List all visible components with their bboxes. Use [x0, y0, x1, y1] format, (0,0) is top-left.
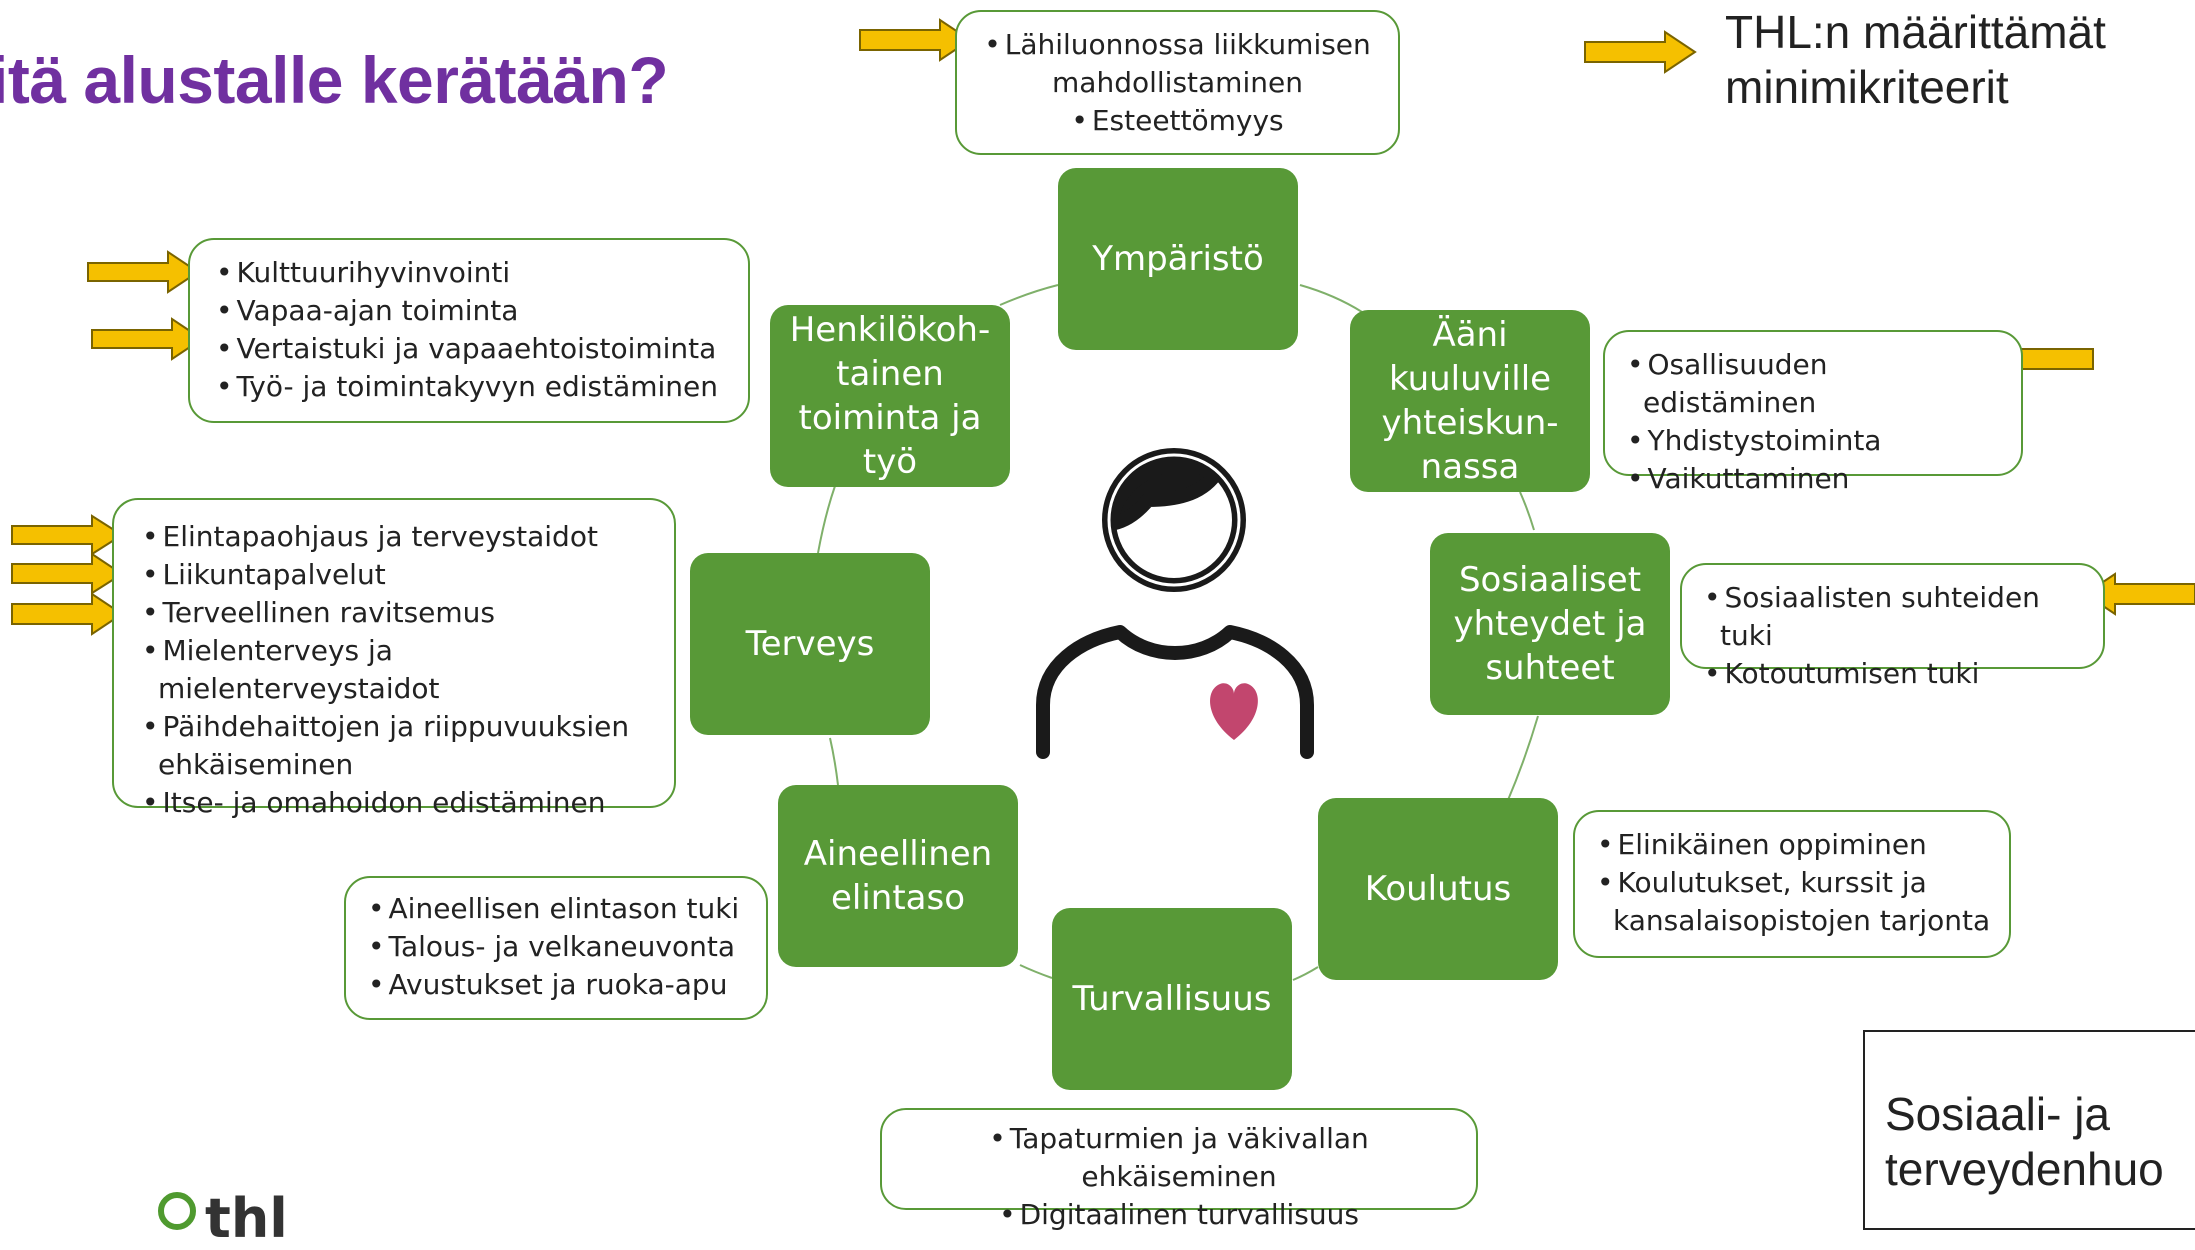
- legend-line-2: minimikriteerit: [1725, 61, 2009, 113]
- list-item: Kotoutumisen tuki: [1702, 655, 2091, 693]
- node-label: Sosiaaliset: [1458, 560, 1642, 600]
- node-label: nassa: [1420, 447, 1520, 487]
- note-box: Sosiaali- ja terveydenhuo: [1863, 1030, 2195, 1230]
- connector-ymparisto-henkilokoh: [999, 284, 1059, 306]
- page-title: itä alustalle kerätään?: [0, 43, 669, 117]
- list-item: Osallisuuden edistäminen: [1625, 346, 2007, 422]
- node-label: Ääni: [1432, 315, 1508, 355]
- note-line-2: terveydenhuo: [1885, 1143, 2164, 1195]
- info-box-henkilokoh: Kulttuurihyvinvointi Vapaa-ajan toiminta…: [188, 238, 750, 423]
- list-item: Itse- ja omahoidon edistäminen: [140, 784, 664, 822]
- connector-koulutus-turvallisuus: [1292, 966, 1319, 981]
- connector-henkilokoh-terveys: [817, 485, 836, 554]
- list-item: Vertaistuki ja vapaaehtoistoiminta: [214, 330, 738, 368]
- node-label: Turvallisuus: [1072, 979, 1272, 1019]
- list-item: Työ- ja toimintakyvyn edistäminen: [214, 368, 738, 406]
- node-label: Koulutus: [1364, 869, 1512, 909]
- list-item: Mielenterveys ja mielenterveystaidot: [140, 632, 664, 708]
- info-box-terveys: Elintapaohjaus ja terveystaidot Liikunta…: [112, 498, 676, 819]
- list-item: Kulttuurihyvinvointi: [214, 254, 738, 292]
- list-item: Avustukset ja ruoka-apu: [366, 966, 756, 1004]
- connector-terveys-aineellinen: [829, 737, 839, 786]
- diagram-graphics: [11, 18, 2195, 981]
- arrow-right-icon: [91, 317, 204, 361]
- arrow-right-icon: [859, 18, 972, 62]
- list-item: Elintapaohjaus ja terveystaidot: [140, 518, 664, 556]
- list-item: Lähiluonnossa liikkumisen mahdollistamin…: [967, 26, 1388, 102]
- list-item: Aineellisen elintason tuki: [366, 890, 756, 928]
- list-item: Talous- ja velkaneuvonta: [366, 928, 756, 966]
- list-item: Terveellinen ravitsemus: [140, 594, 664, 632]
- person-with-heart-icon: [1036, 448, 1314, 759]
- node-koulutus: Koulutus: [1318, 798, 1558, 980]
- list-item: Koulutukset, kurssit ja kansalaisopistoj…: [1595, 864, 1997, 940]
- thl-logo: thl: [205, 1187, 288, 1250]
- node-label: Ympäristö: [1092, 239, 1264, 279]
- heart-icon: [1210, 683, 1258, 740]
- legend-line-1: THL:n määrittämät: [1725, 6, 2106, 58]
- note-line-1: Sosiaali- ja: [1885, 1088, 2110, 1140]
- arrow-right-icon: [87, 250, 200, 294]
- node-turvallisuus: Turvallisuus: [1052, 908, 1292, 1090]
- list-item: Päihdehaittojen ja riippuvuuksien ehkäis…: [140, 708, 664, 784]
- arrow-right-icon: [11, 514, 124, 556]
- node-label: Terveys: [745, 624, 875, 664]
- list-item: Elinikäinen oppiminen: [1595, 826, 1997, 864]
- node-label: suhteet: [1485, 648, 1615, 688]
- node-label: toiminta ja: [798, 398, 982, 438]
- info-box-aineellinen: Aineellisen elintason tuki Talous- ja ve…: [344, 876, 768, 1020]
- node-label: kuuluville: [1388, 359, 1552, 399]
- info-box-turvallisuus: Tapaturmien ja väkivallan ehkäiseminen D…: [880, 1108, 1478, 1231]
- list-item: Esteettömyys: [967, 102, 1388, 140]
- node-label: elintaso: [830, 878, 966, 918]
- node-label: Aineellinen: [803, 834, 993, 874]
- thl-logo-icon: [158, 1192, 196, 1230]
- info-box-koulutus: Elinikäinen oppiminen Koulutukset, kurss…: [1573, 810, 2011, 958]
- node-aineellinen: Aineellinen elintaso: [778, 785, 1018, 967]
- connector-ymparisto-aani: [1299, 284, 1363, 313]
- legend-text: THL:n määrittämät minimikriteerit: [1725, 5, 2106, 115]
- node-henkilokoh: Henkilökoh- tainen toiminta ja työ: [770, 305, 1010, 487]
- node-label: yhteiskun-: [1381, 403, 1559, 443]
- connector-lines: [817, 284, 1539, 981]
- arrow-right-icon: [11, 552, 124, 595]
- node-label: yhteydet ja: [1453, 604, 1647, 644]
- node-label: työ: [862, 442, 918, 482]
- info-box-aani: Osallisuuden edistäminen Yhdistystoimint…: [1603, 330, 2023, 495]
- list-item: Sosiaalisten suhteiden tuki: [1702, 579, 2091, 655]
- info-box-sosiaaliset: Sosiaalisten suhteiden tuki Kotoutumisen…: [1680, 563, 2105, 690]
- node-label: Henkilökoh-: [789, 310, 991, 350]
- node-label: tainen: [836, 354, 944, 394]
- node-ymparisto: Ympäristö: [1058, 168, 1298, 350]
- node-terveys: Terveys: [690, 553, 930, 735]
- list-item: Yhdistystoiminta: [1625, 422, 2007, 460]
- connector-sosiaaliset-koulutus: [1507, 715, 1539, 801]
- arrow-right-icon: [1584, 30, 1697, 74]
- list-item: Vaikuttaminen: [1625, 460, 2007, 498]
- arrow-right-icon: [11, 592, 124, 636]
- list-item: Digitaalinen turvallisuus: [892, 1196, 1466, 1234]
- node-aani: Ääni kuuluville yhteiskun- nassa: [1350, 310, 1590, 492]
- connector-turvallisuus-aineellinen: [1019, 964, 1053, 979]
- info-box-ymparisto: Lähiluonnossa liikkumisen mahdollistamin…: [955, 10, 1400, 155]
- list-item: Vapaa-ajan toiminta: [214, 292, 738, 330]
- list-item: Tapaturmien ja väkivallan ehkäiseminen: [892, 1120, 1466, 1196]
- connector-aani-sosiaaliset: [1519, 491, 1535, 531]
- node-sosiaaliset: Sosiaaliset yhteydet ja suhteet: [1430, 533, 1670, 715]
- list-item: Liikuntapalvelut: [140, 556, 664, 594]
